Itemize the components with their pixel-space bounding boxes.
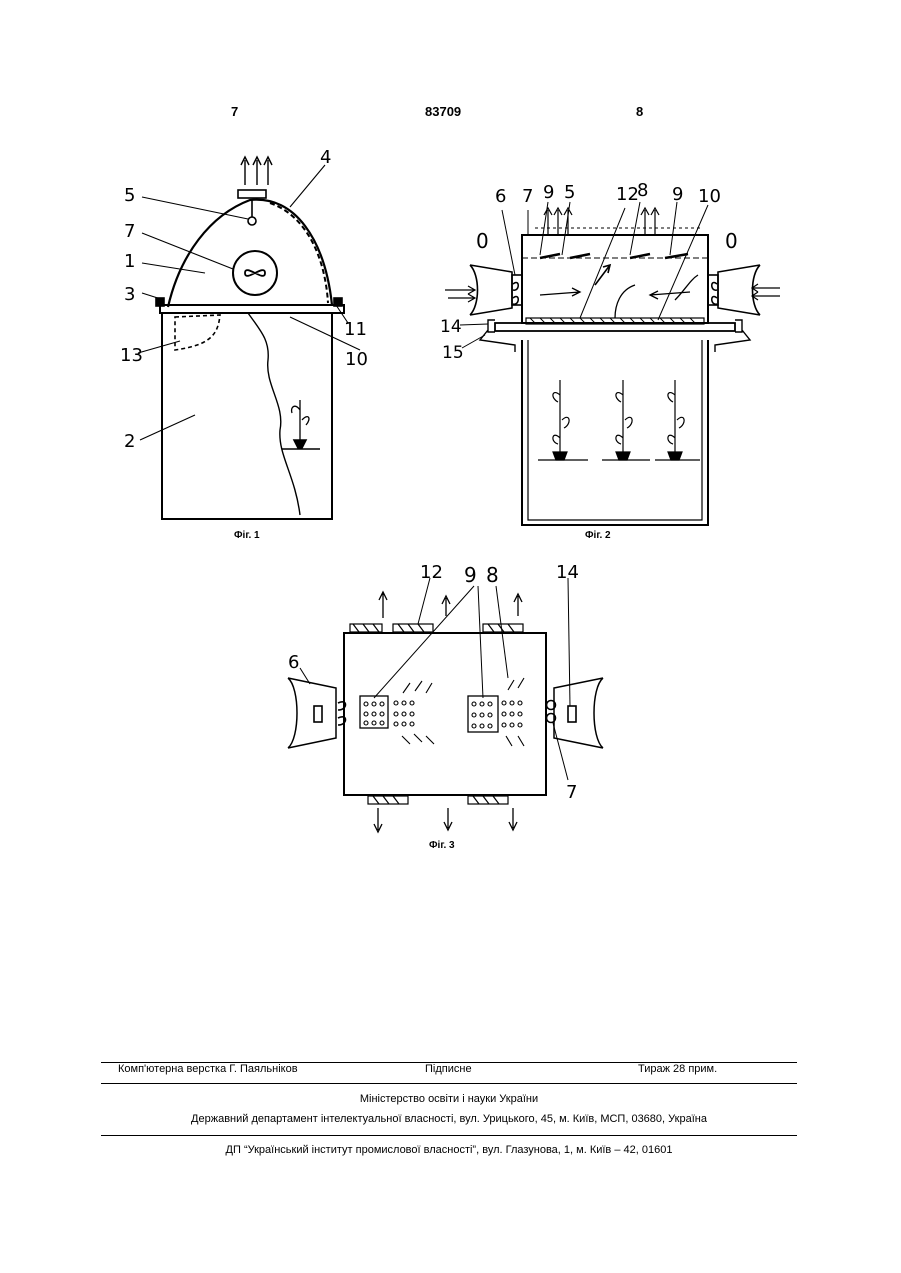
fig3-label-9: 9 [464,563,477,587]
institute: ДП “Український інститут промислової вла… [101,1144,797,1156]
figure-1-caption: Фіг. 1 [234,530,260,541]
fig2-label-14: 14 [440,317,462,337]
fig2-label-5: 5 [564,182,575,203]
figure-1-drawing: 5 7 1 3 4 13 2 11 10 [120,145,380,525]
fig2-label-9b: 9 [672,184,683,205]
footer-rule-middle [101,1083,797,1084]
circulation: Тираж 28 прим. [638,1063,717,1075]
fig3-label-7: 7 [566,782,577,803]
fig1-label-4: 4 [320,147,331,168]
fig1-label-5: 5 [124,185,135,206]
footer-rule-bottom [101,1135,797,1136]
fig1-label-13: 13 [120,345,143,366]
figure-2: 6 7 9 5 12 8 9 10 0 0 14 15 [440,180,780,530]
fig1-label-10: 10 [345,349,368,370]
page-number-left: 7 [231,104,238,119]
figure-3-caption: Фіг. 3 [429,840,455,851]
fig1-label-11: 11 [344,319,367,340]
fig1-label-2: 2 [124,431,135,452]
figure-3-drawing: 12 9 8 14 6 7 [278,558,618,838]
fig1-label-3: 3 [124,284,135,305]
signed-label: Підписне [425,1063,472,1075]
fig2-label-12: 12 [616,184,639,205]
fig1-label-7: 7 [124,221,135,242]
fig2-label-10: 10 [698,186,721,207]
fig2-label-6: 6 [495,186,506,207]
fig2-label-o-right: 0 [725,229,738,253]
fig2-label-o-left: 0 [476,229,489,253]
department: Державний департамент інтелектуальної вл… [101,1113,797,1125]
fig3-label-6: 6 [288,652,299,673]
figure-3: 12 9 8 14 6 7 [278,558,618,838]
page-number-right: 8 [636,104,643,119]
fig1-label-1: 1 [124,251,135,272]
fig2-label-15: 15 [442,343,464,363]
fig3-label-8: 8 [486,563,499,587]
fig2-label-9a: 9 [543,182,554,203]
figure-1: 5 7 1 3 4 13 2 11 10 [120,145,380,525]
fig3-label-12: 12 [420,562,443,583]
fig2-label-7: 7 [522,186,533,207]
patent-number: 83709 [425,104,461,119]
layout-credit: Комп'ютерна верстка Г. Паяльніков [118,1063,298,1075]
figure-2-caption: Фіг. 2 [585,530,611,541]
ministry: Міністерство освіти і науки України [101,1093,797,1105]
fig2-label-8: 8 [637,180,648,201]
fig3-label-14: 14 [556,562,579,583]
figure-2-drawing: 6 7 9 5 12 8 9 10 0 0 14 15 [440,180,780,530]
